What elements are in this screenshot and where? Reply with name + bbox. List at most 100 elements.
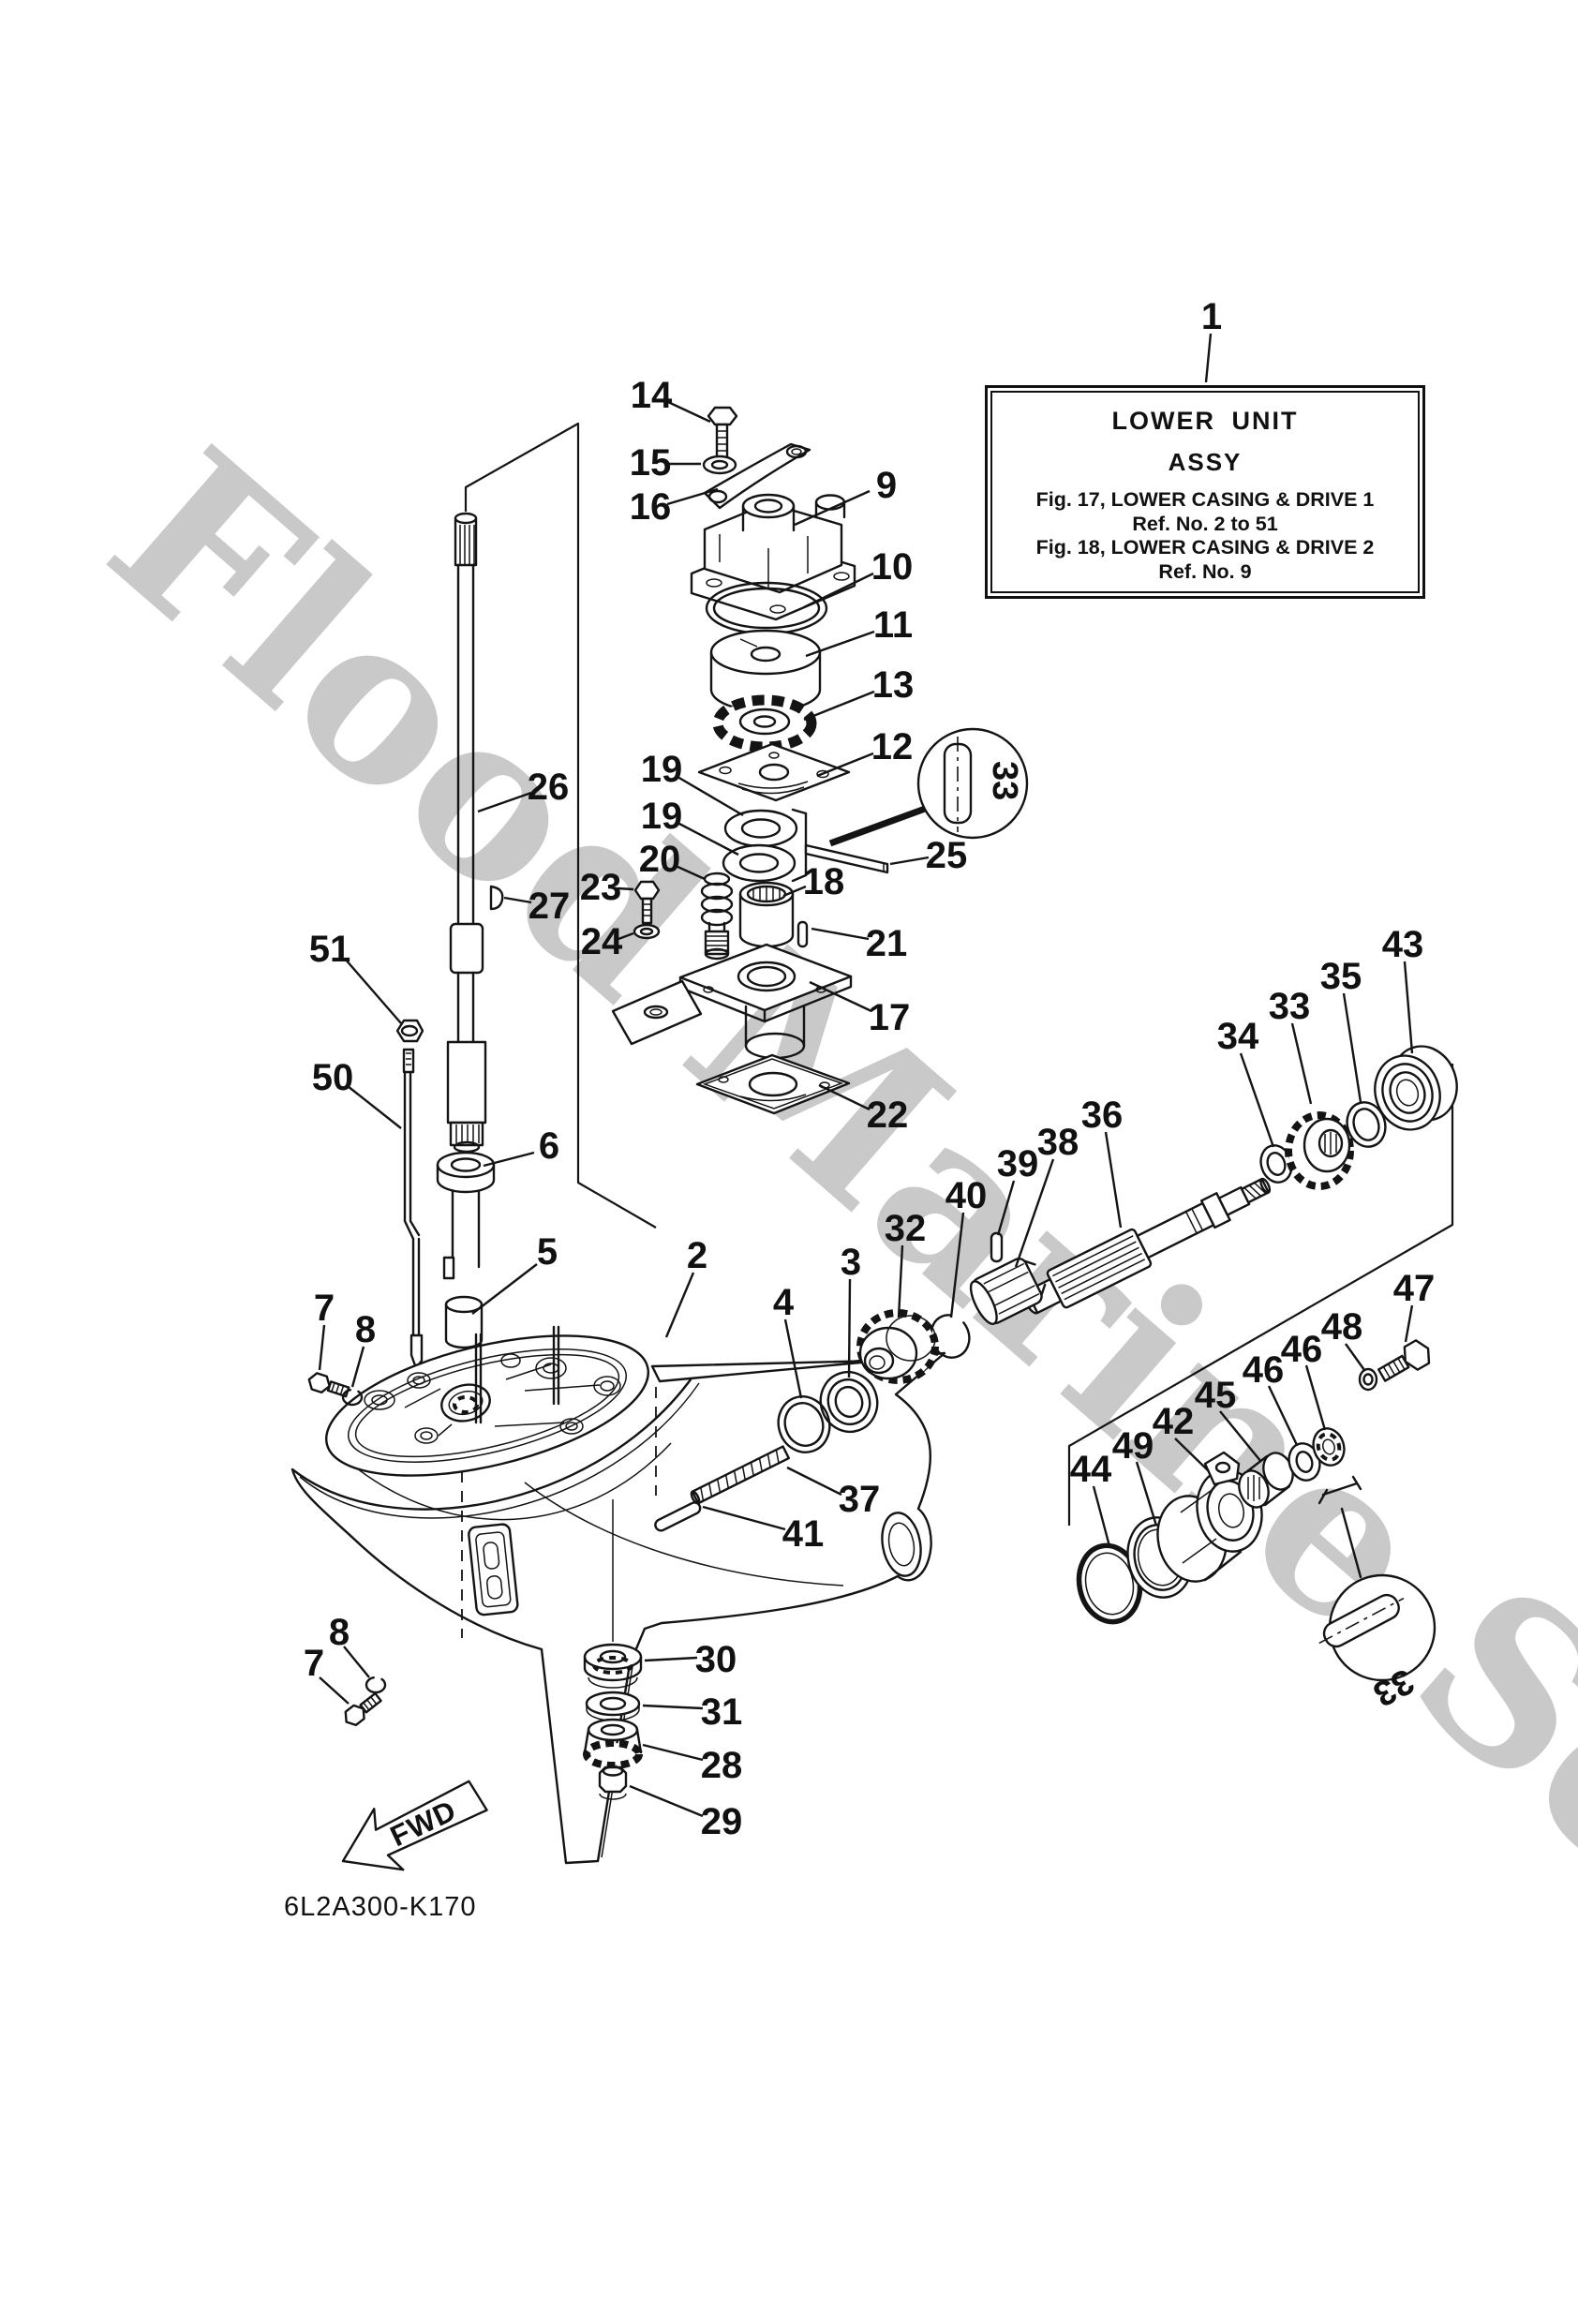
part-label-50: 50 bbox=[312, 1057, 354, 1098]
title-box: LOWER UNIT ASSY Fig. 17, LOWER CASING & … bbox=[985, 385, 1425, 599]
part-label-38: 38 bbox=[1037, 1122, 1079, 1163]
leader-line-40 bbox=[949, 1212, 965, 1318]
carrier-group-boundary bbox=[1067, 1064, 1454, 1526]
pump-housing bbox=[690, 493, 856, 621]
part-label-14: 14 bbox=[631, 375, 673, 416]
part-label-18: 18 bbox=[803, 861, 845, 902]
woodruff-key bbox=[489, 885, 504, 911]
part-label-29: 29 bbox=[701, 1801, 743, 1842]
leader-line-4 bbox=[783, 1318, 803, 1399]
part-label-32: 32 bbox=[885, 1208, 927, 1249]
pump-base-bolt bbox=[633, 880, 661, 925]
wear-plate bbox=[697, 742, 851, 802]
leader-line-8 bbox=[350, 1346, 365, 1388]
leader-line-51 bbox=[344, 958, 402, 1024]
thrust-washer bbox=[1259, 1144, 1293, 1184]
part-label-19: 19 bbox=[641, 796, 683, 837]
leader-line-20 bbox=[675, 864, 706, 881]
pin-marking-upper: 33 bbox=[985, 761, 1024, 800]
part-label-15: 15 bbox=[630, 442, 672, 484]
leader-line-46 bbox=[1304, 1364, 1327, 1431]
pin-detail-circle-upper: 33 bbox=[828, 727, 1029, 847]
forward-gear bbox=[856, 1309, 939, 1384]
part-label-43: 43 bbox=[1382, 924, 1424, 965]
leader-line-38 bbox=[1014, 1158, 1055, 1268]
leader-line-37 bbox=[786, 1466, 842, 1497]
pinion-gear bbox=[583, 1718, 643, 1769]
leader-line-36 bbox=[1104, 1131, 1123, 1229]
leader-line-45 bbox=[1219, 1410, 1262, 1463]
casing-washer-lower bbox=[365, 1676, 387, 1694]
leader-line-43 bbox=[1403, 961, 1414, 1054]
part-label-30: 30 bbox=[695, 1639, 737, 1680]
dowel-pin-casing bbox=[654, 1501, 702, 1532]
part-label-17: 17 bbox=[869, 997, 911, 1038]
part-label-42: 42 bbox=[1153, 1401, 1195, 1442]
carrier-stud bbox=[690, 1445, 790, 1505]
leader-line-46 bbox=[1267, 1385, 1299, 1446]
leader-line-48 bbox=[1345, 1343, 1365, 1371]
part-label-7: 7 bbox=[304, 1643, 324, 1684]
prop-shaft bbox=[1023, 1177, 1272, 1315]
title-box-fig-lines: Fig. 17, LOWER CASING & DRIVE 1 Ref. No.… bbox=[992, 488, 1418, 584]
rear-washer bbox=[1346, 1101, 1387, 1148]
leader-line-44 bbox=[1092, 1485, 1111, 1547]
leader-line-19 bbox=[677, 775, 744, 817]
fig-line-3: Fig. 18, LOWER CASING & DRIVE 2 bbox=[1035, 536, 1375, 559]
part-label-13: 13 bbox=[872, 664, 915, 706]
pump-washer bbox=[702, 454, 737, 475]
part-label-22: 22 bbox=[867, 1095, 909, 1136]
oil-seals bbox=[722, 808, 808, 883]
part-label-12: 12 bbox=[871, 726, 914, 767]
part-label-27: 27 bbox=[528, 886, 571, 927]
leader-line-3 bbox=[847, 1278, 852, 1378]
drawing-code: 6L2A300-K170 bbox=[284, 1892, 477, 1922]
leader-line-7 bbox=[318, 1324, 326, 1371]
pump-insert-cup bbox=[709, 629, 822, 713]
grease-fitting bbox=[700, 872, 734, 961]
leader-line-10 bbox=[803, 572, 874, 609]
leader-line-12 bbox=[816, 752, 874, 778]
needle-bearing bbox=[1238, 1452, 1294, 1509]
driveshaft-sleeve bbox=[436, 1151, 496, 1280]
casing-bolt-lower bbox=[344, 1691, 382, 1727]
leader-line-50 bbox=[347, 1085, 402, 1129]
pump-bolt bbox=[707, 406, 738, 466]
straight-key bbox=[804, 843, 889, 874]
leader-line-16 bbox=[666, 487, 719, 506]
part-label-46: 46 bbox=[1281, 1329, 1323, 1370]
leader-line-11 bbox=[805, 630, 875, 658]
part-label-20: 20 bbox=[639, 839, 681, 880]
part-label-6: 6 bbox=[539, 1125, 559, 1167]
fig-line-4: Ref. No. 9 bbox=[1158, 559, 1252, 583]
part-label-3: 3 bbox=[841, 1242, 861, 1283]
leader-line-1 bbox=[1204, 333, 1213, 383]
title-box-heading: LOWER UNIT bbox=[1111, 407, 1299, 435]
part-label-26: 26 bbox=[528, 767, 570, 808]
part-label-40: 40 bbox=[945, 1175, 988, 1216]
part-label-28: 28 bbox=[701, 1745, 743, 1786]
lower-bushing bbox=[444, 1295, 484, 1349]
part-label-35: 35 bbox=[1320, 956, 1362, 997]
leader-line-5 bbox=[471, 1263, 538, 1315]
dowel-pin-small bbox=[796, 920, 809, 948]
part-label-16: 16 bbox=[630, 486, 672, 528]
leader-line-18 bbox=[782, 885, 807, 898]
leader-line-7 bbox=[319, 1676, 350, 1705]
part-label-10: 10 bbox=[871, 546, 914, 588]
part-label-51: 51 bbox=[309, 929, 351, 970]
gear-case bbox=[290, 1325, 946, 1865]
leader-line-22 bbox=[818, 1083, 871, 1111]
pump-base bbox=[611, 943, 853, 1060]
bearing-carrier bbox=[1156, 1451, 1263, 1583]
fwd-arrow: FWD bbox=[341, 1780, 488, 1871]
carrier-bolt bbox=[1377, 1339, 1431, 1382]
leader-line-31 bbox=[642, 1704, 704, 1710]
part-label-48: 48 bbox=[1321, 1306, 1363, 1348]
part-label-19: 19 bbox=[641, 749, 683, 790]
part-label-8: 8 bbox=[329, 1612, 350, 1653]
leader-line-32 bbox=[897, 1244, 904, 1318]
